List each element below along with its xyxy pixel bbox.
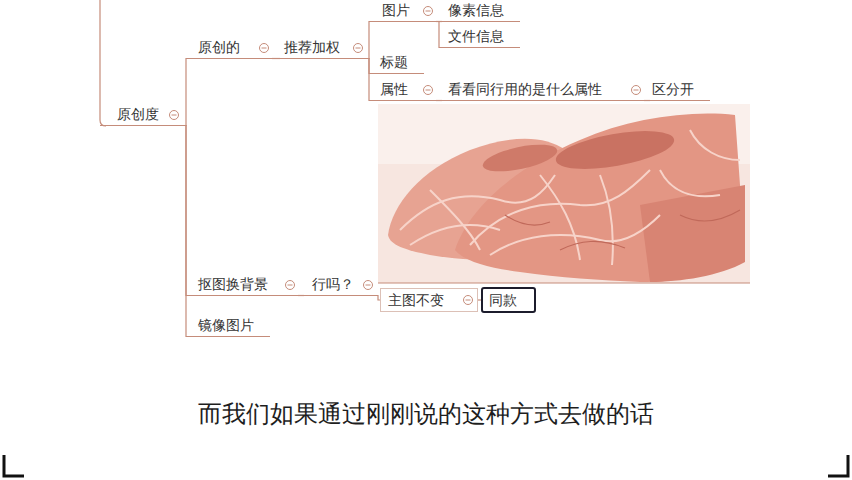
topic-node: 原创的	[190, 37, 272, 59]
sandal-right	[455, 114, 745, 282]
topic-text: 原创的	[198, 37, 240, 57]
minus-sign	[426, 90, 431, 91]
collapse-toggle	[364, 281, 373, 290]
topic-text: 镜像图片	[198, 315, 254, 335]
minus-sign	[426, 11, 431, 12]
topic-node: 推荐加权	[280, 37, 366, 59]
lace-line	[560, 241, 625, 250]
minus-sign	[356, 48, 361, 49]
lace-line	[470, 170, 650, 245]
lace-line	[400, 175, 555, 230]
collapse-toggle	[170, 111, 179, 120]
topic-node: 区分开	[650, 79, 710, 101]
topic-node: 图片	[372, 0, 436, 22]
caption-area: 而我们如果通过刚刚说的这种方式去做的话	[0, 398, 852, 430]
topic-text: 文件信息	[448, 26, 504, 46]
topic-node: 标题	[372, 52, 424, 74]
topic-text: 区分开	[652, 79, 694, 99]
topic-node: 像素信息	[442, 0, 520, 22]
minus-sign	[634, 90, 639, 91]
topic-text: 原创度	[117, 104, 159, 124]
lace-line	[690, 130, 740, 160]
wedge-heel	[640, 185, 745, 282]
frame-corner	[828, 455, 848, 476]
photo-ground	[378, 104, 750, 283]
topic-node: 看看同行用的是什么属性	[442, 79, 644, 101]
minus-sign	[262, 48, 267, 49]
collapse-toggle	[286, 281, 295, 290]
minus-sign	[466, 300, 471, 301]
topic-node: 抠图换背景	[190, 274, 298, 296]
topic-text: 抠图换背景	[198, 274, 268, 294]
topic-text: 看看同行用的是什么属性	[448, 79, 602, 99]
minus-sign	[288, 285, 293, 286]
collapse-toggle	[424, 86, 433, 95]
minus-sign	[366, 285, 371, 286]
topic-node: 原创度	[100, 104, 182, 126]
collapse-toggle	[464, 296, 473, 305]
subtitle-caption: 而我们如果通过刚刚说的这种方式去做的话	[198, 398, 654, 430]
branch-connector	[182, 126, 190, 337]
minus-sign	[172, 115, 177, 116]
topic-text: 图片	[382, 0, 410, 20]
collapse-toggle	[632, 86, 641, 95]
topic-node: 属性	[372, 79, 436, 101]
collapse-toggle	[424, 7, 433, 16]
lace-pattern	[400, 130, 740, 265]
photo-border	[378, 283, 750, 284]
lace-line	[660, 170, 720, 196]
topic-text: 同款	[489, 289, 517, 311]
branch-line	[100, 0, 106, 126]
toggle-minus	[172, 11, 639, 300]
lace-line	[505, 215, 550, 225]
topic-text: 推荐加权	[284, 37, 340, 57]
topic-node: 镜像图片	[190, 315, 270, 337]
sandal-opening	[481, 139, 560, 176]
collapse-toggle	[260, 44, 269, 53]
product-photo	[378, 104, 750, 283]
collapse-toggles	[170, 7, 641, 305]
sandal-opening	[553, 124, 677, 176]
topic-node: 文件信息	[442, 26, 520, 48]
highlight-box: 同款	[481, 287, 536, 313]
topic-text: 像素信息	[448, 0, 504, 20]
topic-text: 标题	[380, 52, 408, 72]
topic-node: 行吗？	[304, 274, 376, 296]
topic-text: 属性	[380, 79, 408, 99]
lace-shadow	[505, 210, 740, 250]
collapse-toggle	[354, 44, 363, 53]
lace-line	[540, 175, 580, 260]
topic-box: 主图不变	[380, 288, 478, 312]
topic-text: 行吗？	[312, 274, 354, 294]
branch-connector	[272, 58, 280, 59]
lace-line	[680, 210, 740, 221]
branch-connector	[182, 59, 190, 126]
topic-text: 主图不变	[388, 289, 444, 311]
lace-line	[600, 175, 613, 265]
frame-corner	[4, 455, 24, 476]
